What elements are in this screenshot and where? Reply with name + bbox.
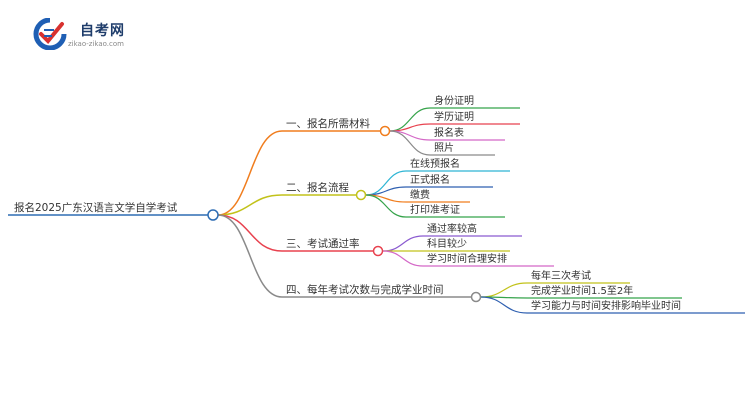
leaf-label: 缴费 <box>410 188 430 201</box>
site-url: zikao-zikao.com <box>68 40 124 48</box>
leaf-label: 打印准考证 <box>410 203 460 216</box>
leaf-connector <box>480 282 528 298</box>
root-node <box>207 209 219 221</box>
branch-node <box>355 189 367 201</box>
branch-label: 一、报名所需材料 <box>286 117 370 130</box>
branch-connector <box>217 130 283 216</box>
leaf-label: 正式报名 <box>410 173 450 186</box>
logo-badge-icon <box>33 18 67 50</box>
branch-label: 二、报名流程 <box>286 181 349 194</box>
leaf-label: 每年三次考试 <box>531 269 591 282</box>
root-label: 报名2025广东汉语言文学自学考试 <box>14 201 178 214</box>
branch-label: 三、考试通过率 <box>286 237 360 250</box>
branch-node <box>379 125 391 137</box>
branch-node <box>470 291 482 303</box>
branch-label: 四、每年考试次数与完成学业时间 <box>286 283 444 296</box>
leaf-label: 身份证明 <box>434 94 474 107</box>
leaf-label: 报名表 <box>434 126 464 139</box>
site-logo[interactable]: 自考网 zikao-zikao.com <box>30 16 170 54</box>
leaf-label: 在线预报名 <box>410 157 460 170</box>
branch-connector <box>217 214 283 298</box>
leaf-label: 完成学业时间1.5至2年 <box>531 284 633 297</box>
leaf-label: 照片 <box>434 141 454 154</box>
site-name: 自考网 <box>80 23 125 39</box>
branch-node <box>372 245 384 257</box>
leaf-label: 科目较少 <box>427 237 467 250</box>
leaf-connector <box>389 130 431 156</box>
leaf-connector <box>382 250 424 267</box>
branch-connector <box>217 194 283 216</box>
leaf-connector <box>365 194 407 218</box>
leaf-connector <box>382 235 424 252</box>
leaf-label: 学习时间合理安排 <box>427 252 507 265</box>
branch-connector <box>217 214 283 252</box>
leaf-label: 学习能力与时间安排影响毕业时间 <box>531 299 681 312</box>
leaf-label: 学历证明 <box>434 110 474 123</box>
leaf-connector <box>480 296 528 314</box>
leaf-label: 通过率较高 <box>427 222 477 235</box>
